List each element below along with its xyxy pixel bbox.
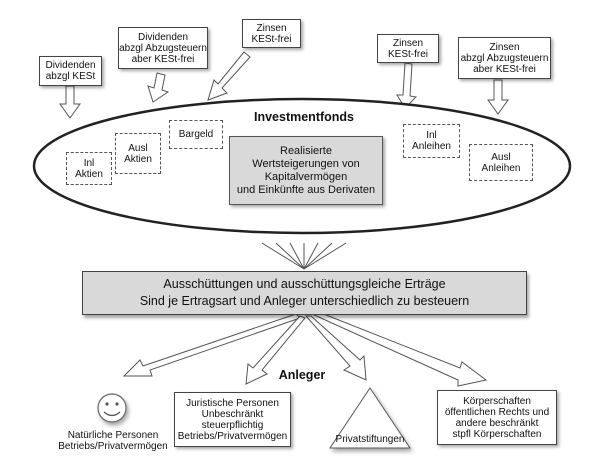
fund-title: Investmentfonds [253, 110, 354, 124]
investor-foundations: Privatstiftungen [335, 434, 405, 445]
distribution-band: Ausschüttungen und ausschüttungsgleiche … [82, 271, 527, 315]
arrow-dividenden-abzugsteuern [147, 72, 170, 103]
arrow-to-foundations [304, 315, 367, 381]
investors-title: Anleger [278, 368, 326, 382]
box-dividenden-abzugsteuern: Dividenden abzgl Abzugsteuern aber KESt-… [118, 27, 208, 69]
holding-inl-aktien: Inl Aktien [66, 152, 112, 185]
arrow-to-juristic [245, 315, 306, 385]
holding-ausl-anleihen: Ausl Anleihen [469, 144, 533, 181]
arrow-to-natural [122, 313, 301, 377]
arrow-to-public [311, 310, 488, 387]
triangle-icon [329, 387, 411, 449]
distribution-line-2: Sind je Ertragsart und Anleger unterschi… [139, 294, 470, 308]
box-zinsen-abzugsteuern: Zinsen abzgl Abzugsteuern aber KESt-frei [458, 37, 551, 79]
box-zinsen-kest-frei-left: Zinsen KESt-frei [242, 19, 301, 48]
holding-bargeld: Bargeld [169, 120, 223, 149]
box-dividenden-kest: Dividenden abzgl KESt [39, 56, 102, 86]
fund-center-box: Realisierte Wertsteigerungen von Kapital… [229, 136, 383, 205]
investor-public-bodies: Körperschaften öffentlichen Rechts und a… [437, 390, 557, 445]
holding-inl-anleihen: Inl Anleihen [403, 124, 460, 158]
investor-juristic-persons: Juristische Personen Unbeschränkt steuer… [174, 392, 291, 447]
arrow-zinsen-right [396, 62, 418, 109]
investor-natural-persons: Natürliche Personen Betriebs/Privatvermö… [58, 430, 168, 452]
smiley-face-icon [97, 393, 127, 423]
distribution-line-1: Ausschüttungen und ausschüttungsgleiche … [163, 277, 446, 291]
box-zinsen-kest-frei-right: Zinsen KESt-frei [377, 34, 439, 63]
arrow-zinsen-left [207, 51, 251, 101]
arrow-dividenden-kest [59, 85, 81, 119]
arrow-zinsen-abzugsteuern [487, 79, 509, 115]
holding-ausl-aktien: Ausl Aktien [115, 133, 161, 174]
